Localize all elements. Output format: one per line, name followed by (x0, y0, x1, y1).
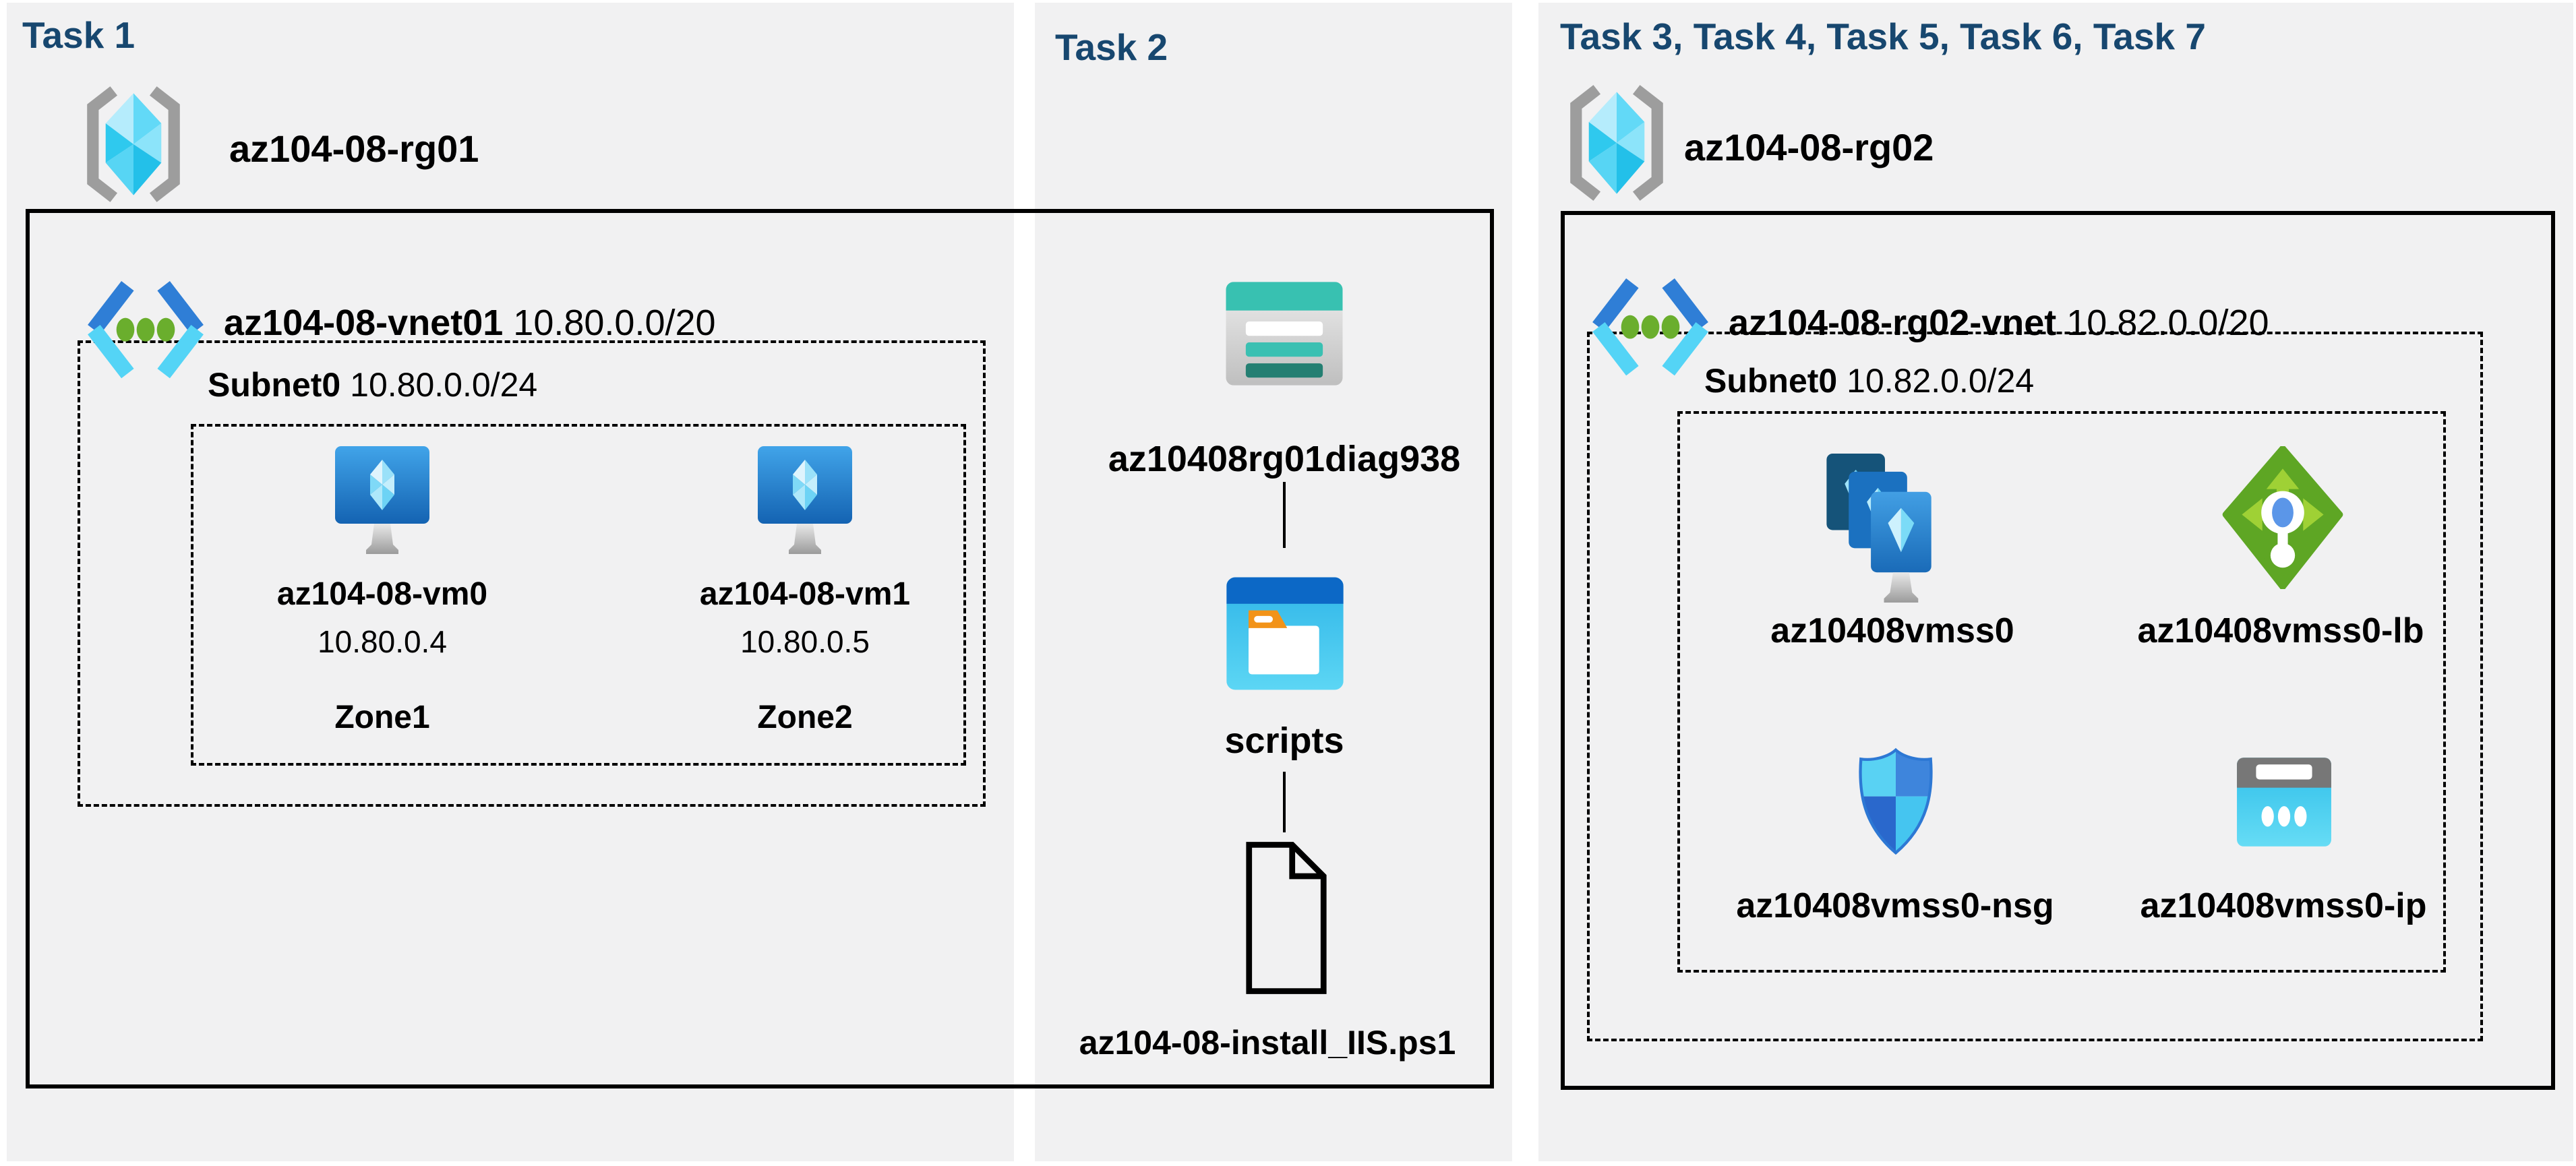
vm-scale-set-icon (1826, 453, 1931, 603)
task3-subnet-label: Subnet0 10.82.0.0/24 (1704, 363, 2034, 400)
task1-panel (7, 3, 1014, 1161)
task1-vnet-name: az104-08-vnet01 (224, 303, 504, 343)
task3-resource-group-name: az104-08-rg02 (1684, 126, 1934, 168)
vm1-ip: 10.80.0.5 (740, 624, 870, 659)
storage-account-name: az10408rg01diag938 (1108, 439, 1461, 479)
nsg-shield-icon (1859, 747, 1933, 855)
vm1-zone: Zone2 (757, 700, 853, 735)
connector-scripts-to-file (1283, 772, 1286, 832)
task1-vnet-cidr: 10.80.0.0/20 (513, 303, 716, 343)
task1-subnet-name: Subnet0 (208, 366, 341, 404)
task3-vnet-cidr: 10.82.0.0/20 (2066, 303, 2269, 343)
blob-container-icon (1226, 577, 1344, 690)
vmss-name: az10408vmss0 (1770, 611, 2014, 650)
task1-title: Task 1 (22, 14, 136, 56)
public-ip-icon (2237, 758, 2331, 847)
task1-resource-group-name: az104-08-rg01 (229, 127, 479, 170)
task1-task2-boundary-box (26, 209, 1494, 1088)
task2-title: Task 2 (1055, 26, 1168, 68)
virtual-machine-icon (335, 446, 429, 554)
task3-title: Task 3, Task 4, Task 5, Task 6, Task 7 (1560, 16, 2206, 57)
task3-panel (1538, 3, 2573, 1161)
scripts-container-name: scripts (1224, 720, 1344, 761)
vm1-name: az104-08-vm1 (699, 576, 911, 612)
virtual-network-icon (88, 281, 204, 379)
task3-vnet-name: az104-08-rg02-vnet (1729, 303, 2057, 343)
nsg-name: az10408vmss0-nsg (1736, 886, 2054, 925)
public-ip-name: az10408vmss0-ip (2140, 886, 2427, 925)
load-balancer-name: az10408vmss0-lb (2137, 611, 2424, 650)
resource-group-icon (1570, 85, 1663, 201)
task1-subnet-cidr: 10.80.0.0/24 (350, 366, 538, 404)
file-icon (1246, 842, 1327, 994)
vm0-zone: Zone1 (334, 700, 430, 735)
task3-vnet-label: az104-08-rg02-vnet 10.82.0.0/20 (1729, 303, 2269, 343)
task1-subnet-box (78, 340, 986, 807)
virtual-machine-icon (758, 446, 852, 554)
connector-storage-to-scripts (1283, 482, 1286, 548)
load-balancer-icon (2222, 446, 2343, 589)
task3-subnet-name: Subnet0 (1704, 362, 1838, 400)
vm0-ip: 10.80.0.4 (318, 624, 447, 659)
task3-subnet-cidr: 10.82.0.0/24 (1847, 362, 2035, 400)
task3-subnet-box (1587, 332, 2483, 1041)
storage-account-icon (1226, 282, 1343, 386)
task3-resource-group-box (1677, 411, 2446, 973)
task1-vnet-label: az104-08-vnet01 10.80.0.0/20 (224, 303, 716, 343)
virtual-network-icon (1592, 278, 1708, 376)
task1-vm-group-box (191, 424, 966, 766)
task3-boundary-box (1561, 211, 2555, 1090)
script-file-name: az104-08-install_IIS.ps1 (1079, 1024, 1456, 1062)
resource-group-icon (87, 86, 180, 202)
vm0-name: az104-08-vm0 (276, 576, 488, 612)
task1-subnet-label: Subnet0 10.80.0.0/24 (208, 367, 537, 404)
